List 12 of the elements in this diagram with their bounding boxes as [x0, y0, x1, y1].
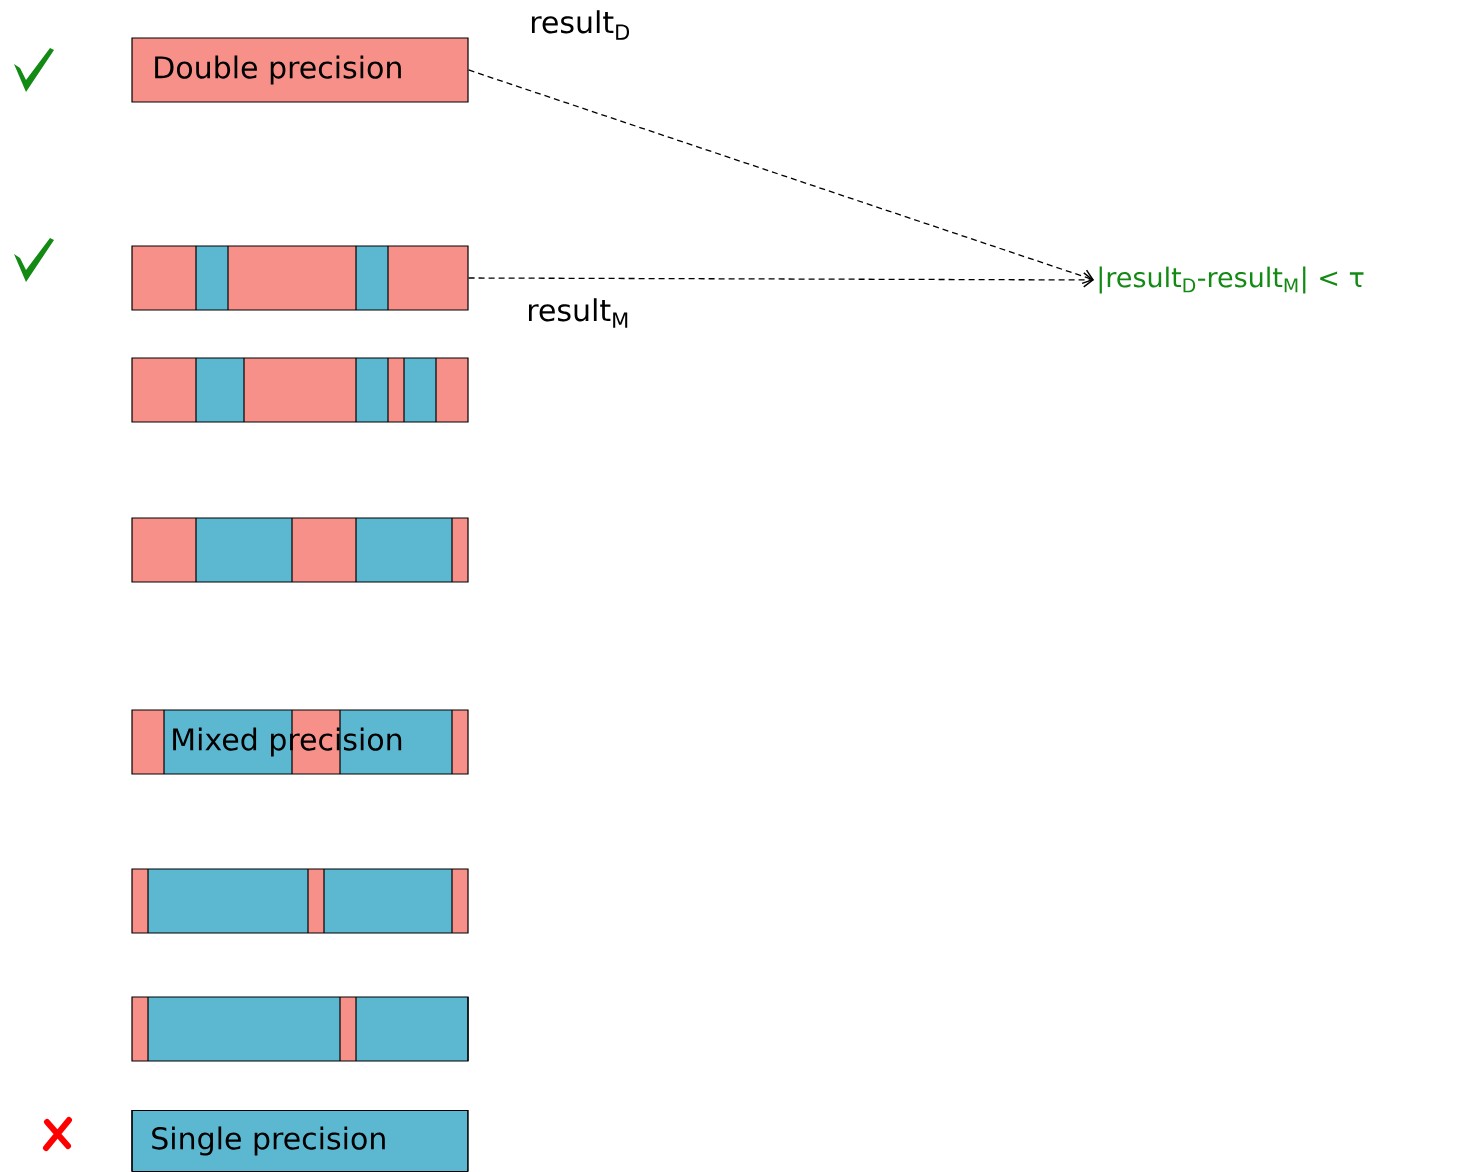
precision-bar: Double precision: [131, 37, 469, 103]
condition-text: |result$_{D}$-result$_{M}$| < τ: [1099, 266, 1364, 294]
precision-bar: [131, 868, 469, 934]
precision-bar: [131, 996, 469, 1062]
precision-bar: [131, 245, 469, 311]
precision-bar: [131, 357, 469, 423]
dashed-arrow: [467, 272, 1094, 288]
edge-label: result$_{D}$: [528, 9, 632, 41]
dashed-arrow: [467, 69, 1094, 285]
precision-bar: [131, 517, 469, 583]
edge-label: result$_{M}$: [525, 297, 631, 329]
precision-bar: Single precision: [131, 1109, 469, 1172]
